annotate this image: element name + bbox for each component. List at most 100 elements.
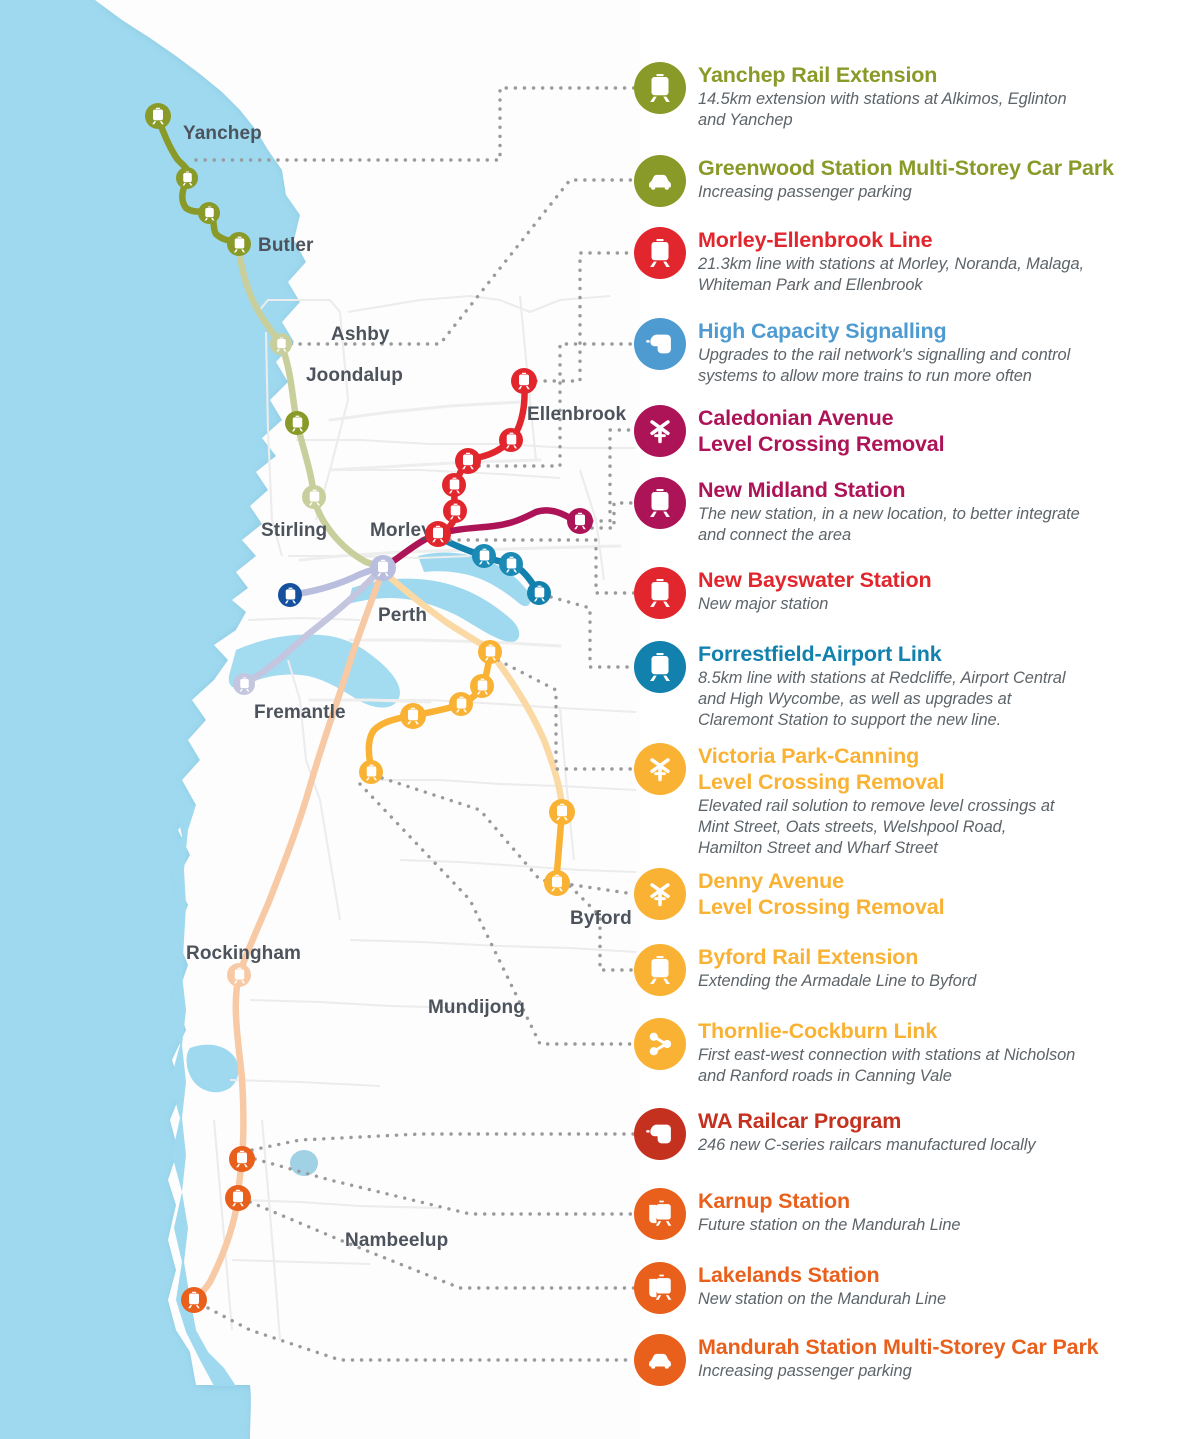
legend-item-description: 8.5km line with stations at Redcliffe, A… [698,669,1066,730]
train-front-icon [233,967,245,983]
legend-item-description: Increasing passenger parking [698,183,912,202]
map-label-joondalup: Joondalup [306,365,403,386]
legend-item-description: New major station [698,595,829,614]
train-front-icon [233,236,245,252]
legend-item-title: Byford Rail Extension [698,945,919,969]
map-station-marker-yanchep [176,167,198,189]
legend-item-title: Morley-Ellenbrook Line [698,228,933,252]
legend-item-text: Caledonian Avenue Level Crossing Removal [698,405,1195,457]
map-station-marker-airport [527,581,551,605]
legend-item-title: Karnup Station [698,1189,850,1213]
level-crossing-icon [634,405,686,457]
legend-item-description: 246 new C-series railcars manufactured l… [698,1136,1036,1155]
map-label-nambeelup: Nambeelup [345,1230,449,1251]
legend-item-description: Upgrades to the rail network's signallin… [698,346,1071,386]
map-station-marker-ellenbrook [455,448,481,474]
map-label-fremantle: Fremantle [254,702,346,723]
legend-item-title: Victoria Park-Canning Level Crossing Rem… [698,744,945,795]
legend-item-text: Forrestfield-Airport Link 8.5km line with… [698,641,1195,731]
map-station-marker-midland [567,508,593,534]
legend-item-title: Yanchep Rail Extension [698,63,938,87]
legend-item-text: Denny Avenue Level Crossing Removal [698,868,1195,920]
train-front-icon [276,336,286,352]
legend-item-description: Increasing passenger parking [698,1362,912,1381]
train-front-icon [574,512,586,530]
map-station-marker-yanchep [302,485,326,509]
map-label-perth: Perth [378,605,428,626]
train-front-icon [634,567,686,619]
legend-item-text: Victoria Park-Canning Level Crossing Rem… [698,743,1195,859]
train-front-icon [634,227,686,279]
map-station-marker-byford [549,799,575,825]
train-front-icon [432,525,444,543]
connector-ellenbrook [534,251,636,383]
legend-item-title: Greenwood Station Multi-Storey Car Park [698,156,1114,180]
train-front-icon [478,548,490,564]
map-station-marker-vicpark [449,692,473,716]
map-station-marker-ellenbrook [499,428,523,452]
train-front-icon [204,205,214,221]
map-station-marker-airport [499,552,523,576]
line-midland [379,507,584,572]
train-front-icon [455,696,467,712]
legend-item-description: Extending the Armadale Line to Byford [698,972,977,991]
line-fremantle-existing [240,568,382,688]
train-front-icon [365,764,377,780]
map-station-marker-yanchep [145,103,171,129]
legend-item-description: 14.5km extension with stations at Alkimo… [698,90,1067,130]
train-front-icon [518,372,530,390]
legend-item-title: Forrestfield-Airport Link [698,642,942,666]
map-station-marker-ellenbrook [511,368,537,394]
map-station-marker-ellenbrook [442,473,466,497]
map-station-marker-mandurahcp [181,1287,207,1313]
connector-bayswater [448,538,636,595]
train-front-icon [182,170,192,186]
map-station-marker-mandurah [227,963,251,987]
train-front-icon [533,585,545,601]
train-front-icon [236,1150,248,1168]
train-front-icon [449,503,461,519]
river-east [418,552,531,607]
train-side-icon [634,318,686,370]
map-station-marker-ellenbrook [443,499,467,523]
river-upper [348,578,520,643]
map-station-marker-airport [472,544,496,568]
level-crossing-icon [634,743,686,795]
map-label-butler: Butler [258,235,314,256]
train-front-icon [308,489,320,505]
map-station-marker-vicpark [478,640,502,664]
map-station-marker-yanchep [285,411,309,435]
train-front-icon [505,432,517,448]
legend-item-description: The new station, in a new location, to b… [698,505,1080,545]
cockburn-sound [170,805,236,1386]
car-icon [634,1334,686,1386]
train-front-icon [462,452,474,470]
map-label-ashby: Ashby [331,324,390,345]
train-front-icon [239,676,249,692]
map-station-marker-karnup [229,1146,255,1172]
map-station-marker-byford [544,870,570,896]
train-front-icon [634,641,686,693]
map-label-rockingham: Rockingham [186,943,302,964]
legend-item-title: New Bayswater Station [698,568,932,592]
map-label-byford: Byford [570,908,632,929]
connector-lakelands [248,1200,636,1290]
connector-mandurah-cp [206,1306,636,1362]
car-icon [634,155,686,207]
map-station-marker-yanchep [227,232,251,256]
map-graphic [0,0,640,1439]
train-front-icon [551,874,563,892]
train-front-icon [634,477,686,529]
map-station-marker-perth [370,555,396,581]
map-station-marker-ellenbrook [425,521,451,547]
legend-item-description: Future station on the Mandurah Line [698,1216,961,1235]
line-yanchep-extension [154,114,243,248]
legend-item-title: Mandurah Station Multi-Storey Car Park [698,1335,1099,1359]
